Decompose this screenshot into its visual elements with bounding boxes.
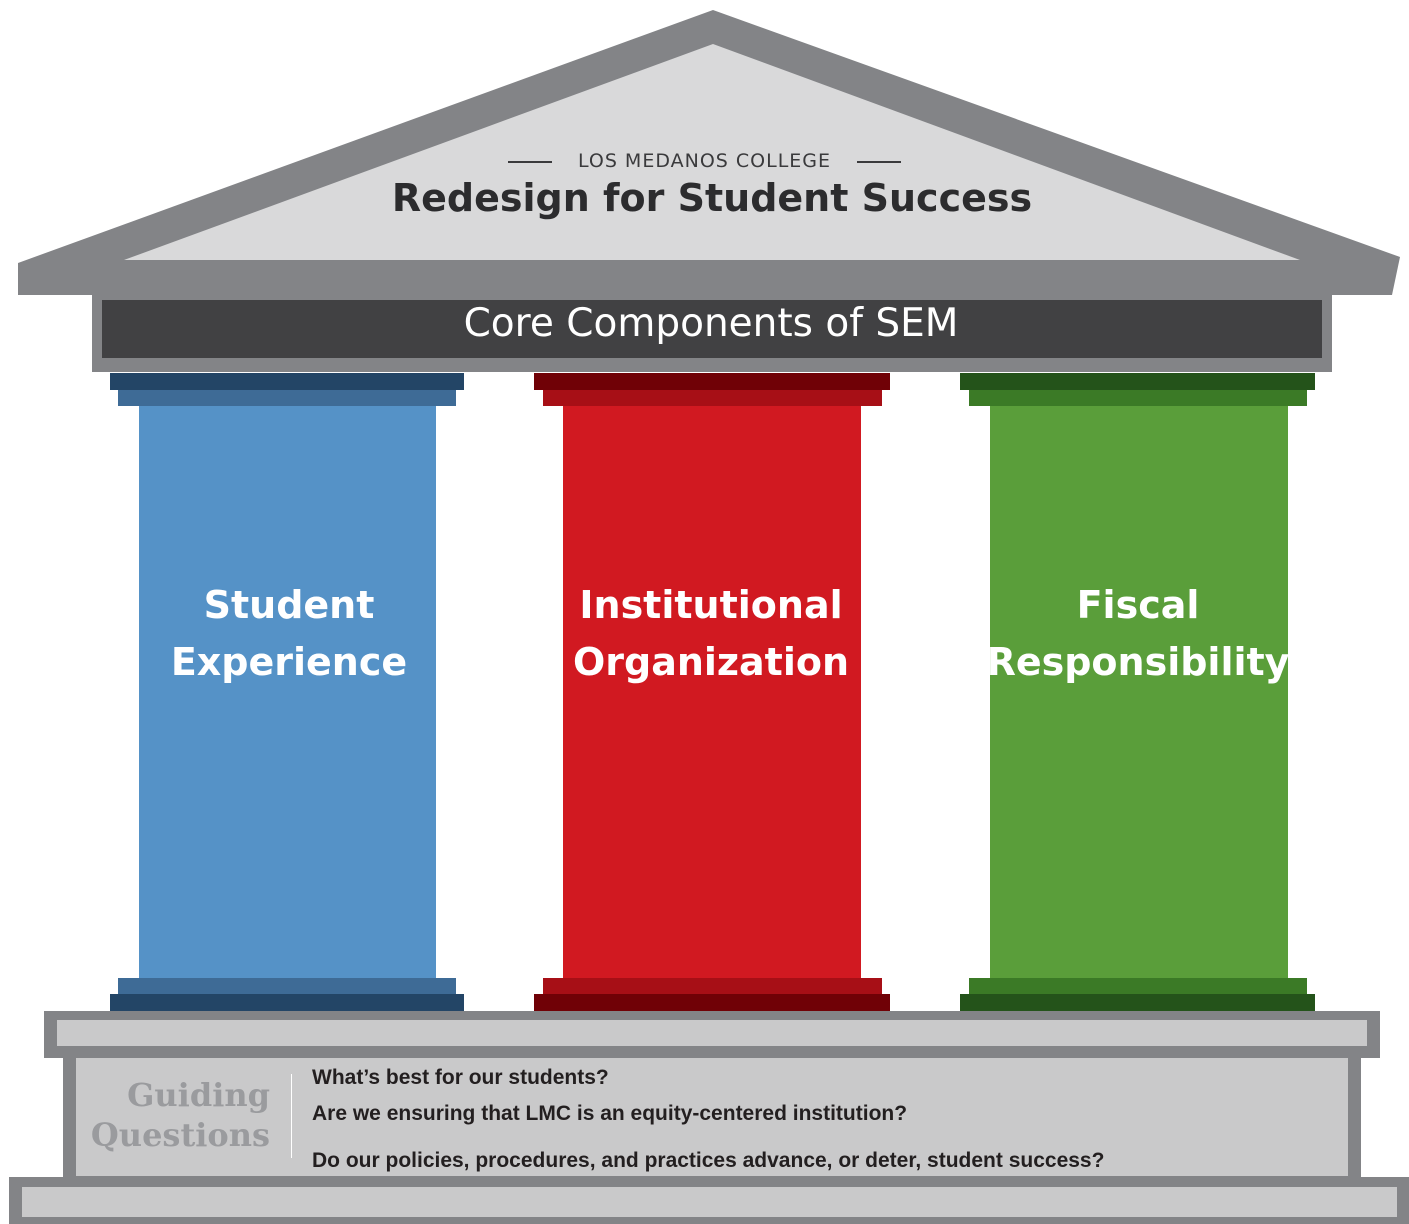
pillar-label-institutional-organization: Institutional Organization — [546, 577, 876, 691]
college-name: LOS MEDANOS COLLEGE — [0, 150, 1409, 172]
pillar-3-line-1: Fiscal — [1076, 583, 1200, 627]
guiding-question-2: Are we ensuring that LMC is an equity-ce… — [312, 1102, 908, 1125]
beam-label: Core Components of SEM — [463, 301, 959, 346]
pillar-fiscal-responsibility — [960, 373, 1315, 1011]
pillar-3-base-capital — [969, 978, 1307, 994]
pillar-1-line-1: Student — [203, 583, 375, 627]
pillar-3-top-cap — [960, 373, 1315, 390]
college-name-text: LOS MEDANOS COLLEGE — [577, 150, 832, 172]
guiding-label-line-2: Questions — [90, 1116, 270, 1154]
pillar-3-top-capital — [969, 390, 1307, 406]
pillar-2-top-cap — [534, 373, 890, 390]
pillar-3-line-2: Responsibility — [986, 640, 1290, 684]
beam-panel — [102, 300, 1322, 358]
guiding-questions-divider — [291, 1074, 292, 1158]
foundation-top-slab — [57, 1020, 1367, 1046]
pillar-label-fiscal-responsibility: Fiscal Responsibility — [973, 577, 1303, 691]
pillar-label-student-experience: Student Experience — [124, 577, 454, 691]
guiding-questions-label: Guiding Questions — [90, 1075, 270, 1155]
pillar-1-top-capital — [118, 390, 456, 406]
pillar-2-line-1: Institutional — [579, 583, 843, 627]
pillar-3-shaft — [990, 406, 1288, 978]
pillar-1-base-cap — [110, 994, 464, 1011]
pillar-institutional-organization — [534, 373, 890, 1011]
kicker-rule-left — [507, 160, 552, 163]
pillar-2-line-2: Organization — [572, 640, 850, 684]
roof-inner — [124, 44, 1300, 260]
pillar-2-top-capital — [543, 390, 882, 406]
foundation-mid-panel — [76, 1058, 1348, 1176]
kicker-rule-right — [857, 160, 902, 163]
guiding-question-3: Do our policies, procedures, and practic… — [312, 1149, 1105, 1172]
pillar-2-shaft — [563, 406, 861, 978]
pillar-1-line-2: Experience — [170, 640, 408, 684]
pillar-1-shaft — [139, 406, 436, 978]
diagram-title: Redesign for Student Success — [391, 176, 1033, 220]
pillar-2-base-capital — [543, 978, 882, 994]
pillar-3-base-cap — [960, 994, 1315, 1011]
pillar-1-base-capital — [118, 978, 456, 994]
guiding-question-1: What’s best for our students? — [312, 1066, 609, 1089]
pillar-student-experience — [110, 373, 464, 1011]
guiding-label-line-1: Guiding — [127, 1076, 270, 1114]
pillar-2-base-cap — [534, 994, 890, 1011]
pillar-1-top-cap — [110, 373, 464, 390]
foundation-bottom-slab — [22, 1187, 1397, 1217]
